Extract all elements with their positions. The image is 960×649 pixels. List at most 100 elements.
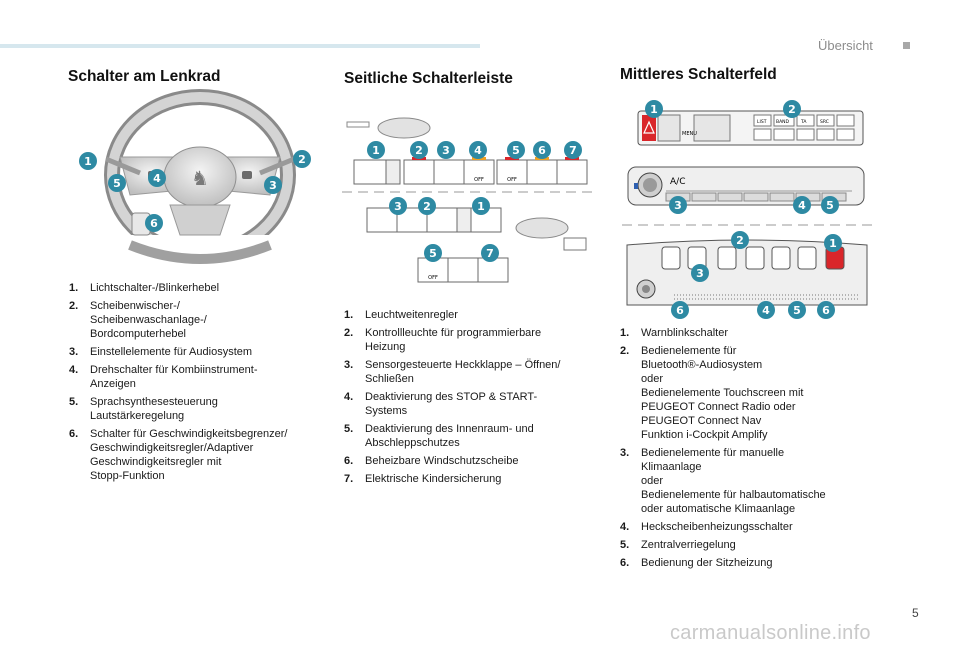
center-panel-legend: 1.Warnblinkschalter 2.Bedienelemente für… (620, 326, 890, 574)
audio-list-label: LIST (757, 119, 767, 125)
list-item: 7.Elektrische Kindersicherung (344, 473, 502, 485)
callout-1-side-lower: 1 (472, 197, 490, 215)
list-item: 5.Zentralverriegelung (620, 539, 736, 551)
steering-wheel-illustration: ♞ 1 2 3 4 5 6 (79, 89, 311, 270)
list-item: 3.Einstellelemente für Audiosystem (69, 346, 253, 358)
callout-4-center-lower: 4 (757, 301, 775, 319)
callout-4-center: 4 (793, 196, 811, 214)
svg-text:4: 4 (153, 172, 161, 185)
callout-3-steering: 3 (264, 176, 282, 194)
svg-text:1: 1 (84, 155, 92, 168)
callout-2-center: 2 (783, 100, 801, 118)
list-item: 1.Warnblinkschalter (620, 327, 729, 339)
audio-src-label: SRC (820, 119, 829, 125)
svg-text:4: 4 (474, 144, 482, 157)
callout-1-center-lower: 1 (824, 234, 842, 252)
svg-text:2: 2 (788, 103, 796, 116)
svg-text:2: 2 (423, 200, 431, 213)
list-item: 4.Heckscheibenheizungsschalter (620, 521, 793, 533)
callout-2-steering: 2 (293, 150, 311, 168)
callout-2-center-lower: 2 (731, 231, 749, 249)
list-item: 4.Drehschalter für Kombiinstrument- Anze… (69, 364, 258, 390)
stop-start-off-label: OFF (474, 177, 484, 183)
svg-text:1: 1 (372, 144, 380, 157)
callout-1-steering: 1 (79, 152, 97, 170)
list-item: 6.Beheizbare Windschutzscheibe (344, 455, 519, 467)
svg-text:6: 6 (822, 304, 830, 317)
svg-text:7: 7 (486, 247, 494, 260)
svg-text:1: 1 (477, 200, 485, 213)
alarm-off-label: OFF (507, 177, 517, 183)
svg-text:3: 3 (674, 199, 682, 212)
list-item: 2.Kontrollleuchte für programmierbare He… (344, 327, 542, 353)
list-item: 5.Sprachsynthesesteuerung Lautstärkerege… (69, 396, 218, 422)
audio-band-label: BAND (776, 119, 790, 125)
callout-1-side: 1 (367, 141, 385, 159)
svg-text:1: 1 (650, 103, 658, 116)
svg-text:5: 5 (512, 144, 520, 157)
svg-text:5: 5 (793, 304, 801, 317)
svg-text:3: 3 (442, 144, 450, 157)
svg-text:6: 6 (538, 144, 546, 157)
header-accent-bar (0, 44, 480, 48)
callout-3-center: 3 (669, 196, 687, 214)
center-console-illustration: MENU LIST BAND TA SRC A/C 1 2 3 4 5 2 1 … (622, 100, 872, 319)
callout-5-side: 5 (507, 141, 525, 159)
steering-legend: 1.Lichtschalter-/Blinkerhebel 2.Scheiben… (69, 281, 329, 487)
svg-text:3: 3 (696, 267, 704, 280)
callout-4-steering: 4 (148, 169, 166, 187)
svg-text:7: 7 (569, 144, 577, 157)
callout-5-center-lower: 5 (788, 301, 806, 319)
audio-menu-label: MENU (682, 131, 697, 137)
callout-3-side: 3 (437, 141, 455, 159)
list-item: 6.Bedienung der Sitzheizung (620, 557, 773, 569)
section-marker (903, 42, 910, 49)
climate-ac-label: A/C (670, 177, 685, 187)
callout-3-center-lower: 3 (691, 264, 709, 282)
callout-5-center: 5 (821, 196, 839, 214)
callout-6-center-right: 6 (817, 301, 835, 319)
callout-1-center: 1 (645, 100, 663, 118)
callout-7-side-lower: 7 (481, 244, 499, 262)
svg-text:2: 2 (736, 234, 744, 247)
callout-7-side: 7 (564, 141, 582, 159)
callout-5-steering: 5 (108, 174, 126, 192)
audio-ta-label: TA (800, 119, 807, 125)
list-item: 1.Lichtschalter-/Blinkerhebel (69, 282, 220, 294)
callout-3-side-lower: 3 (389, 197, 407, 215)
callout-4-side: 4 (469, 141, 487, 159)
svg-text:5: 5 (113, 177, 121, 190)
side-panel-legend: 1.Leuchtweitenregler 2.Kontrollleuchte f… (344, 308, 604, 490)
list-item: 2.Bedienelemente für Bluetooth®-Audiosys… (620, 345, 804, 441)
callout-2-side: 2 (410, 141, 428, 159)
callout-6-center-left: 6 (671, 301, 689, 319)
callout-5-side-lower: 5 (424, 244, 442, 262)
steering-heading: Schalter am Lenkrad (68, 68, 221, 85)
side-switch-panel-illustration: OFF OFF OFF 1 2 3 4 5 6 7 3 2 1 5 7 (342, 117, 597, 283)
list-item: 5.Deaktivierung des Innenraum- und Absch… (344, 423, 534, 449)
callout-2-side-lower: 2 (418, 197, 436, 215)
svg-text:3: 3 (269, 179, 277, 192)
side-panel-heading: Seitliche Schalterleiste (344, 70, 513, 87)
section-title: Übersicht (818, 38, 873, 53)
svg-text:♞: ♞ (191, 166, 209, 190)
list-item: 3.Bedienelemente für manuelle Klimaanlag… (620, 447, 826, 515)
callout-6-steering: 6 (145, 214, 163, 232)
watermark: carmanualsonline.info (670, 622, 871, 644)
svg-text:5: 5 (429, 247, 437, 260)
svg-text:3: 3 (394, 200, 402, 213)
list-item: 4.Deaktivierung des STOP & START- System… (344, 391, 538, 417)
list-item: 3.Sensorgesteuerte Heckklappe – Öffnen/ … (344, 359, 561, 385)
alarm-off-label-lower: OFF (428, 275, 438, 281)
svg-text:2: 2 (415, 144, 423, 157)
svg-text:4: 4 (798, 199, 806, 212)
list-item: 6.Schalter für Geschwindigkeitsbegrenzer… (69, 428, 288, 482)
svg-text:4: 4 (762, 304, 770, 317)
center-panel-heading: Mittleres Schalterfeld (620, 66, 777, 83)
list-item: 2.Scheibenwischer-/ Scheibenwaschanlage-… (69, 300, 207, 340)
svg-text:1: 1 (829, 237, 837, 250)
callout-6-side: 6 (533, 141, 551, 159)
svg-text:2: 2 (298, 153, 306, 166)
page-number: 5 (912, 606, 919, 620)
list-item: 1.Leuchtweitenregler (344, 309, 458, 321)
